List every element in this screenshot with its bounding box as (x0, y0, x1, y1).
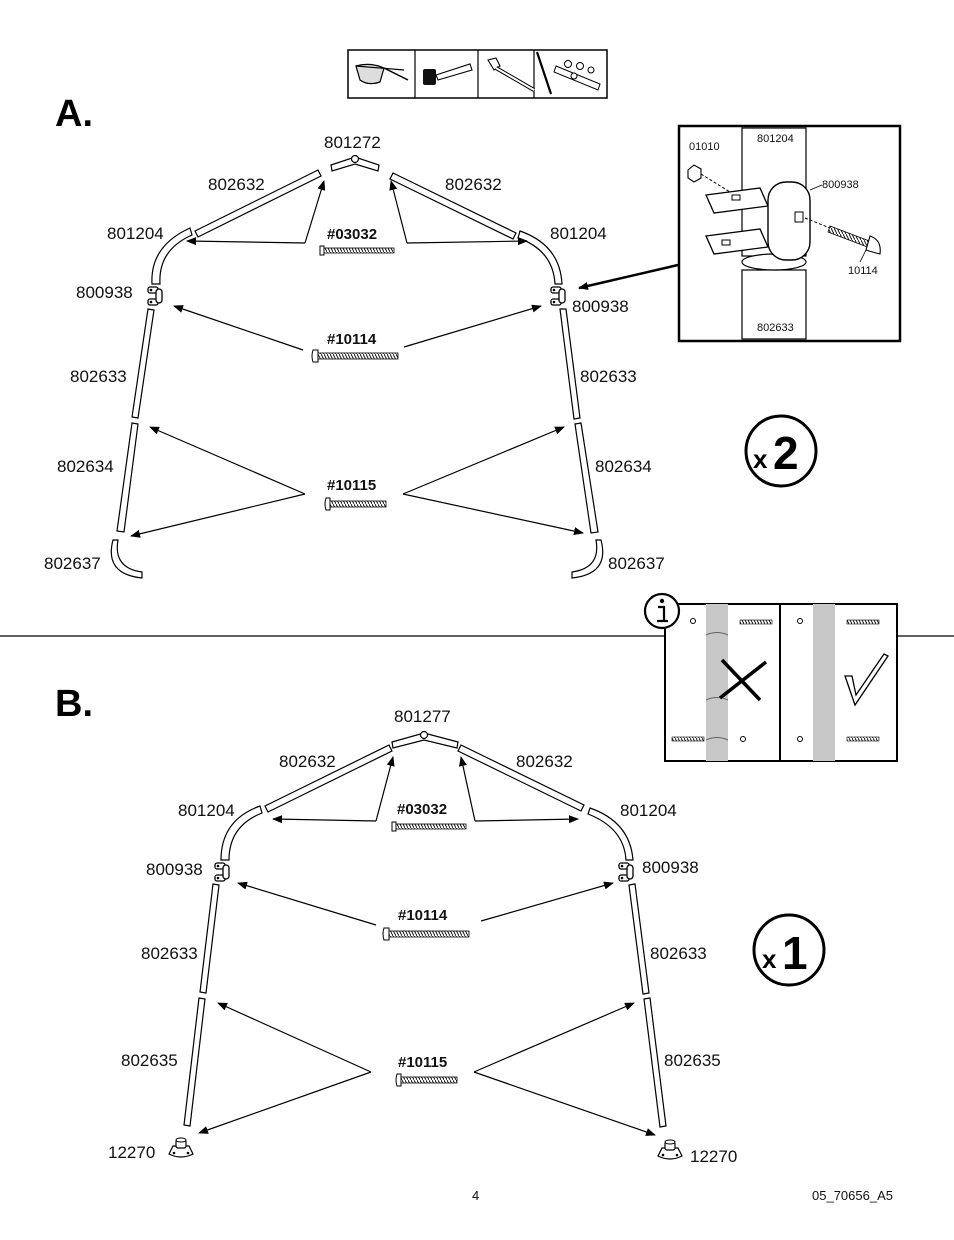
label-upper-right-b: 802632 (516, 752, 573, 771)
section-b: B. (55, 683, 826, 1166)
upper-pipe-left-a (194, 169, 322, 238)
label-top-b: 801277 (394, 707, 451, 726)
bolt-10114-b (382, 927, 470, 941)
label-foot-left-b: 12270 (108, 1143, 155, 1162)
bolt-03032-b (391, 821, 467, 832)
label-foot-right-b: 12270 (690, 1147, 737, 1166)
label-elbow-right-a: 801204 (550, 224, 607, 243)
label-low-right-b: 802635 (664, 1051, 721, 1070)
hw-label-low-b: #10115 (398, 1054, 447, 1071)
label-mid-right-a: 802633 (580, 367, 637, 386)
mid-pipe-right-b (628, 883, 650, 995)
label-bracket-left-a: 800938 (76, 283, 133, 302)
socket-set-icon (535, 51, 601, 95)
hw-label-mid-a: #10114 (327, 331, 377, 348)
section-a: A. (44, 93, 818, 579)
inset-label-nut: 01010 (689, 141, 720, 153)
elbow-left-a (151, 227, 193, 285)
low-pipe-right-b (643, 997, 667, 1128)
check-mark-icon (844, 653, 889, 707)
arrows-b (198, 756, 656, 1136)
bolt-10115-b (395, 1073, 458, 1087)
label-mid-right-b: 802633 (650, 944, 707, 963)
mid-pipe-right-a (559, 308, 581, 420)
inset-label-top-pipe: 801204 (757, 133, 794, 145)
label-low-left-b: 802635 (121, 1051, 178, 1070)
x-mark-icon (718, 658, 768, 702)
quantity-x-b: x (762, 944, 777, 974)
elbow-left-b (220, 805, 263, 861)
inset-label-bottom-pipe: 802633 (757, 322, 794, 334)
inset-label-bracket: 800938 (822, 179, 859, 191)
mid-pipe-left-a (131, 308, 155, 419)
foot-left-a (110, 539, 143, 579)
quantity-x-a: x (753, 444, 768, 474)
correct-orientation-panel (797, 604, 889, 761)
step-label-a: A. (55, 93, 93, 135)
bolt-10115-a (324, 497, 387, 511)
inset-pointer-arrow (578, 263, 679, 290)
label-upper-left-a: 802632 (208, 175, 265, 194)
inset-detail: 01010 801204 800938 10114 802633 (677, 124, 902, 343)
bolt-03032-a (319, 245, 395, 256)
label-elbow-left-a: 801204 (107, 224, 164, 243)
info-icon (643, 592, 681, 630)
label-mid-left-b: 802633 (141, 944, 198, 963)
frame-a-drawing (110, 154, 604, 579)
foot-right-a (571, 539, 604, 579)
label-bracket-right-b: 800938 (642, 858, 699, 877)
label-elbow-right-b: 801204 (620, 801, 677, 820)
hw-label-top-b: #03032 (397, 801, 447, 818)
label-top-a: 801272 (324, 133, 381, 152)
mid-pipe-left-b (199, 883, 220, 994)
label-low-left-a: 802634 (57, 457, 114, 476)
quantity-badge-b: x 1 (752, 913, 826, 987)
hw-label-mid-b: #10114 (398, 907, 448, 924)
safety-glasses-icon (355, 63, 409, 85)
label-bracket-left-b: 800938 (146, 860, 203, 879)
wrong-orientation-panel (671, 604, 773, 761)
document-id: 05_70656_A5 (812, 1188, 893, 1203)
low-pipe-left-b (183, 997, 206, 1127)
upper-pipe-right-b (457, 744, 585, 812)
label-upper-left-b: 802632 (279, 752, 336, 771)
hw-label-top-a: #03032 (327, 226, 377, 243)
label-low-right-a: 802634 (595, 457, 652, 476)
elbow-right-b (587, 807, 634, 861)
hw-label-low-a: #10115 (327, 477, 376, 494)
label-elbow-left-b: 801204 (178, 801, 235, 820)
info-panel (643, 592, 898, 762)
elbow-right-a (517, 230, 563, 285)
label-upper-right-a: 802632 (445, 175, 502, 194)
inset-label-bolt: 10114 (848, 265, 878, 277)
low-pipe-right-a (574, 422, 599, 534)
label-mid-left-a: 802633 (70, 367, 127, 386)
mallet-icon (423, 63, 473, 85)
upper-pipe-left-b (264, 744, 393, 813)
step-label-b: B. (55, 683, 93, 725)
tools-strip (347, 49, 608, 99)
quantity-badge-a: x 2 (744, 414, 818, 488)
label-bracket-right-a: 800938 (572, 297, 629, 316)
low-pipe-left-a (116, 422, 139, 533)
bolt-10114-a (311, 349, 399, 363)
frame-b-drawing (183, 730, 667, 1128)
label-foot-right-a: 802637 (608, 554, 665, 573)
label-foot-left-a: 802637 (44, 554, 101, 573)
adjustable-wrench-icon (487, 57, 536, 92)
page-number: 4 (472, 1188, 479, 1203)
arrows-a (130, 180, 584, 538)
upper-pipe-right-a (389, 172, 517, 240)
quantity-n-b: 1 (782, 927, 808, 979)
quantity-n-a: 2 (773, 427, 799, 479)
